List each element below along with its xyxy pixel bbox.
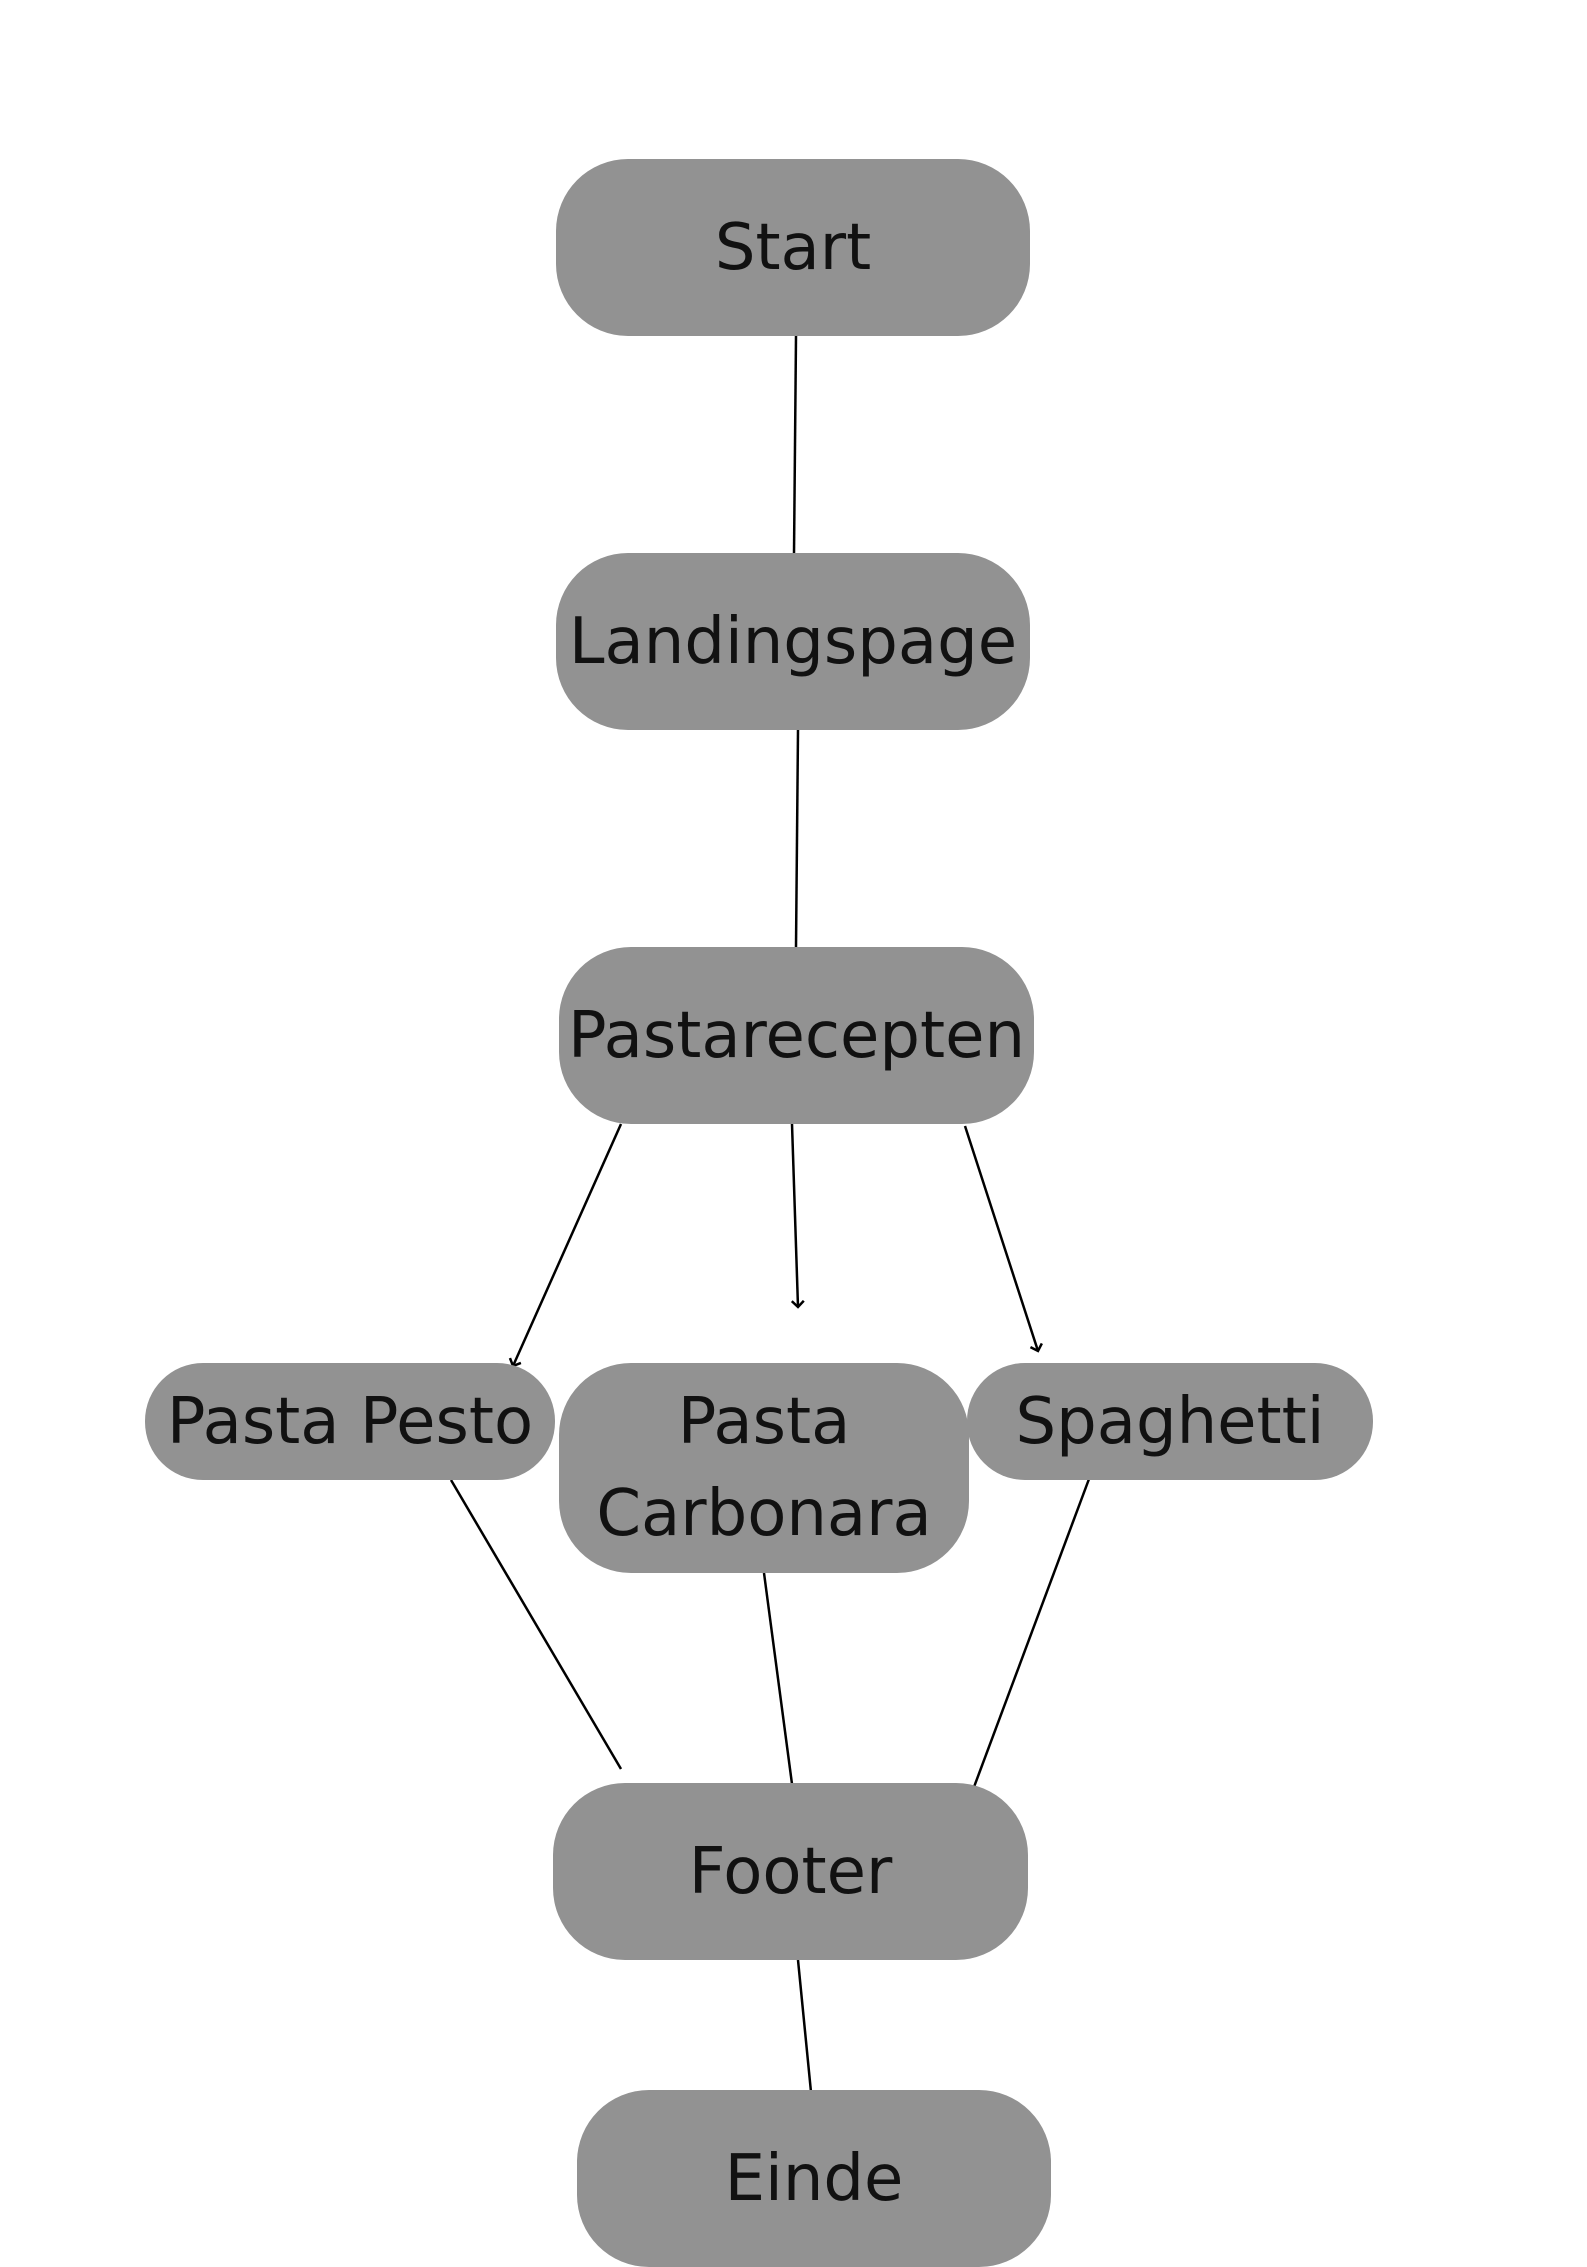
- node-label: Pastarecepten: [567, 998, 1026, 1073]
- edge-pasta-pesto-footer: [449, 1479, 623, 1770]
- node-label: Footer: [688, 1834, 893, 1909]
- node-start: Start: [556, 159, 1030, 336]
- node-label: Spaghetti: [1015, 1384, 1325, 1459]
- node-pastarecepten: Pastarecepten: [559, 947, 1034, 1124]
- node-einde: Einde: [577, 2090, 1051, 2267]
- edge-landingspage-pastarecepten: [794, 729, 800, 948]
- node-label: Landingspage: [568, 604, 1018, 679]
- arrow-pastarecepten-pasta-pesto: [508, 1123, 623, 1368]
- node-label: Start: [714, 210, 872, 285]
- node-landingspage: Landingspage: [556, 553, 1030, 730]
- arrow-pastarecepten-spaghetti: [963, 1125, 1043, 1353]
- edge-start-landingspage: [792, 335, 798, 555]
- node-label: Pasta Pesto: [166, 1384, 534, 1459]
- arrow-pastarecepten-pasta-carbonara: [790, 1123, 805, 1309]
- edge-footer-einde: [796, 1959, 813, 2093]
- node-label: Pasta Carbonara: [596, 1385, 932, 1551]
- node-label: Einde: [724, 2141, 904, 2216]
- node-spaghetti: Spaghetti: [967, 1363, 1373, 1480]
- node-footer: Footer: [553, 1783, 1028, 1960]
- edge-spaghetti-footer: [972, 1478, 1091, 1788]
- node-pasta-carbonara: Pasta Carbonara: [559, 1363, 969, 1573]
- node-pasta-pesto: Pasta Pesto: [145, 1363, 555, 1480]
- edge-pasta-carbonara-footer: [762, 1572, 794, 1785]
